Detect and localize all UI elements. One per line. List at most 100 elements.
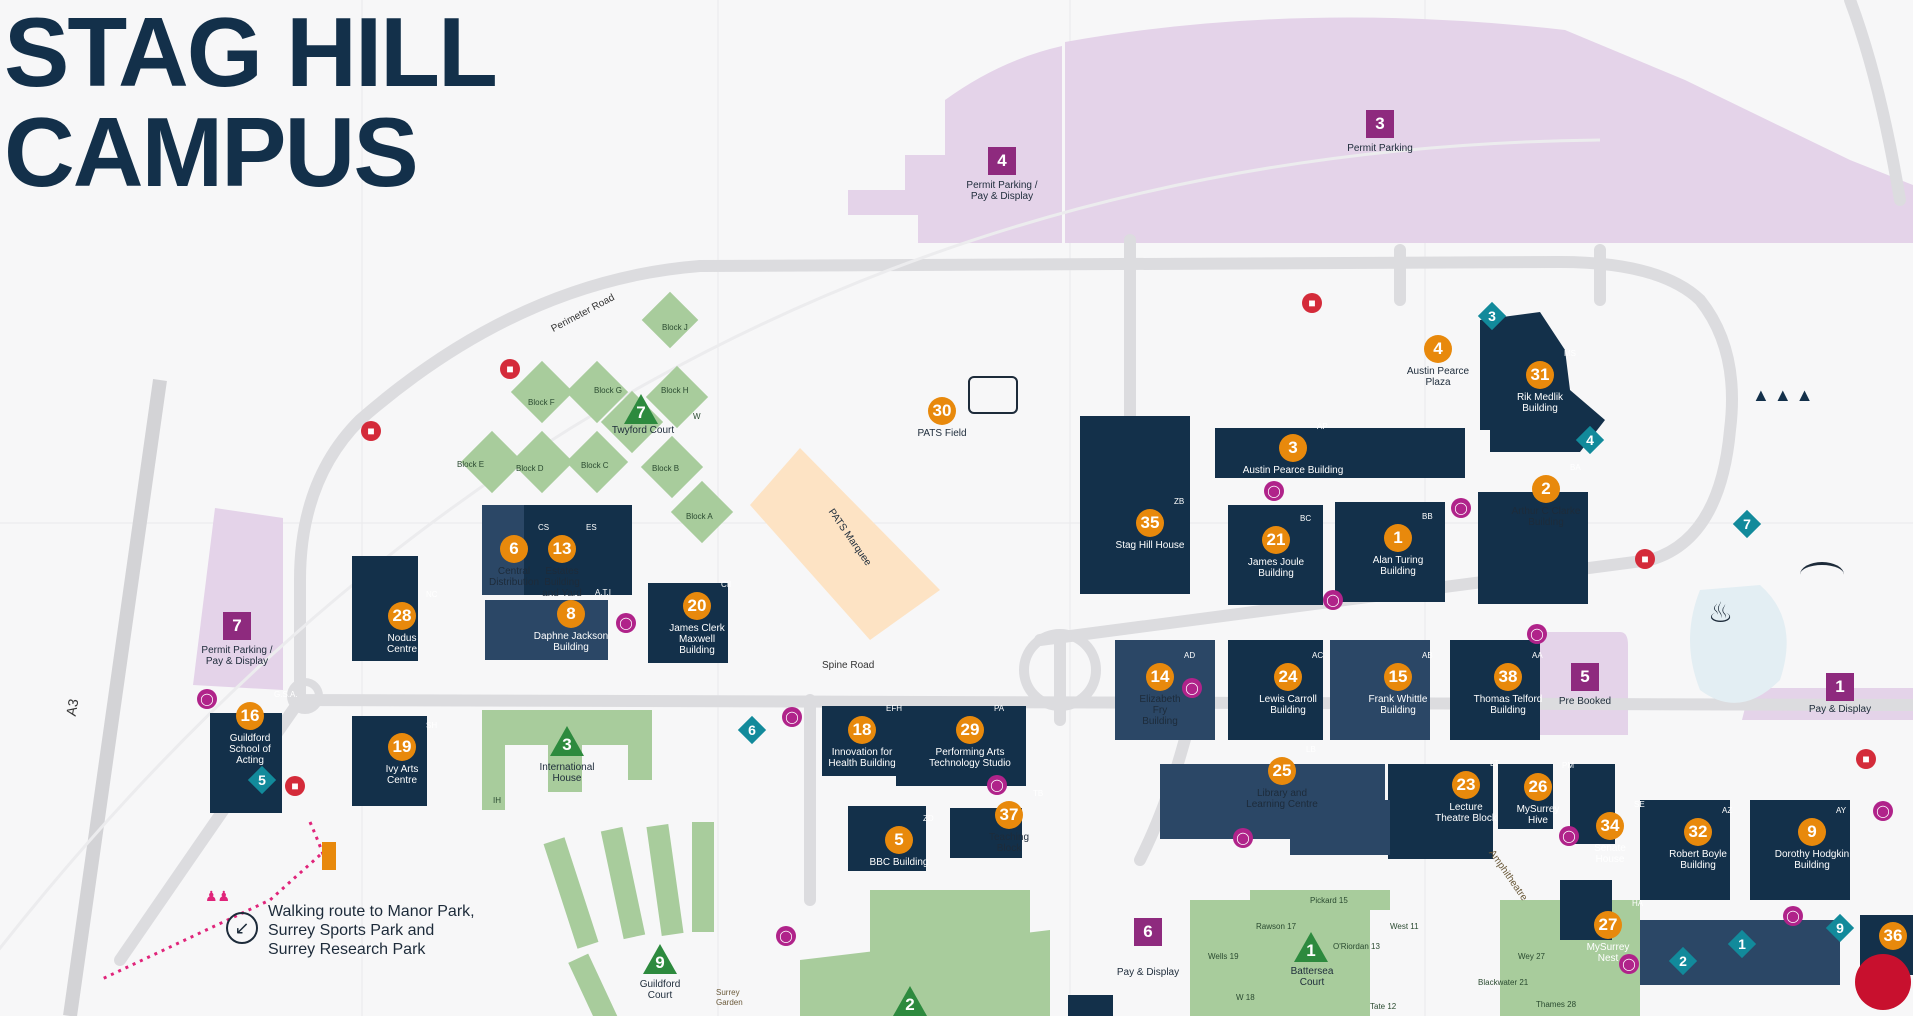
building-number-badge[interactable]: 31 bbox=[1526, 361, 1554, 389]
info-diamond-5[interactable]: 5 bbox=[247, 765, 277, 795]
cycle-stand-icon[interactable]: ◯ bbox=[1619, 954, 1639, 974]
info-diamond-7[interactable]: 7 bbox=[1732, 509, 1762, 539]
parking-area-4 bbox=[848, 46, 1062, 243]
building-number-badge[interactable]: 28 bbox=[388, 602, 416, 630]
building-code: LT bbox=[1490, 759, 1499, 768]
building-number-badge[interactable]: 6 bbox=[500, 535, 528, 563]
residence-badge-twyford[interactable]: 7 bbox=[624, 394, 658, 424]
building-label: Frank Whittle bbox=[1368, 694, 1428, 705]
building-label: Austin Pearce Building bbox=[1242, 465, 1344, 476]
cycle-stand-icon[interactable]: ◯ bbox=[1323, 590, 1343, 610]
building-label: Estates bbox=[545, 566, 579, 577]
bus-stop-icon[interactable]: ■ bbox=[1302, 293, 1322, 313]
building-number-badge[interactable]: 4 bbox=[1424, 335, 1452, 363]
building-number-badge[interactable]: 34 bbox=[1596, 812, 1624, 840]
parking-badge-5[interactable]: 5 bbox=[1571, 663, 1599, 691]
cycle-stand-icon[interactable]: ◯ bbox=[1264, 481, 1284, 501]
building-number-badge[interactable]: 18 bbox=[848, 716, 876, 744]
bus-stop-icon[interactable]: ■ bbox=[285, 776, 305, 796]
info-diamond-6[interactable]: 6 bbox=[737, 715, 767, 745]
building-number-badge[interactable]: 30 bbox=[928, 397, 956, 425]
building-label: Innovation for bbox=[831, 747, 893, 758]
building-number-badge[interactable]: 32 bbox=[1684, 818, 1712, 846]
house-tate: Tate 12 bbox=[1370, 1002, 1397, 1011]
building-code: AA bbox=[1532, 651, 1543, 660]
building-code: MS bbox=[1564, 349, 1576, 358]
house-wells: Wells 19 bbox=[1208, 952, 1239, 961]
building-number-badge[interactable]: 1 bbox=[1384, 524, 1412, 552]
building-number-badge[interactable]: 27 bbox=[1594, 911, 1622, 939]
house-wey: Wey 27 bbox=[1518, 952, 1545, 961]
cycle-stand-icon[interactable]: ◯ bbox=[616, 613, 636, 633]
building-label: Rik Medlik bbox=[1516, 392, 1564, 403]
building-number-badge[interactable]: 21 bbox=[1262, 526, 1290, 554]
cycle-stand-icon[interactable]: ◯ bbox=[1182, 678, 1202, 698]
building-label: Teaching bbox=[988, 832, 1030, 843]
building-number-badge[interactable]: 19 bbox=[388, 733, 416, 761]
residence-badge-international[interactable]: 3 bbox=[550, 726, 584, 756]
building-code: PA bbox=[994, 704, 1005, 713]
parking-badge-1[interactable]: 1 bbox=[1826, 673, 1854, 701]
diamond-number: 5 bbox=[258, 772, 266, 788]
parking-badge-6[interactable]: 6 bbox=[1134, 918, 1162, 946]
building-number-badge[interactable]: 24 bbox=[1274, 663, 1302, 691]
bus-stop-icon[interactable]: ■ bbox=[500, 359, 520, 379]
building-label: MySurrey bbox=[1586, 942, 1630, 953]
building-code: BC bbox=[1300, 514, 1312, 523]
parking-badge-3[interactable]: 3 bbox=[1366, 110, 1394, 138]
house-thames: Thames 28 bbox=[1536, 1000, 1577, 1009]
building-number-badge[interactable]: 37 bbox=[995, 801, 1023, 829]
parking-badge-7[interactable]: 7 bbox=[223, 612, 251, 640]
building-number-badge[interactable]: 25 bbox=[1268, 757, 1296, 785]
cycle-stand-icon[interactable]: ◯ bbox=[776, 926, 796, 946]
residence-badge-guildford-court[interactable]: 9 bbox=[643, 944, 677, 974]
building-number-badge[interactable]: 13 bbox=[548, 535, 576, 563]
building-number-badge[interactable]: 9 bbox=[1798, 818, 1826, 846]
building-number-badge[interactable]: 3 bbox=[1279, 434, 1307, 462]
cycle-stand-icon[interactable]: ◯ bbox=[1527, 624, 1547, 644]
building-number-badge[interactable]: 14 bbox=[1146, 663, 1174, 691]
bus-stop-icon[interactable]: ■ bbox=[361, 421, 381, 441]
cycle-stand-icon[interactable]: ◯ bbox=[1783, 906, 1803, 926]
building-number-badge[interactable]: 38 bbox=[1494, 663, 1522, 691]
cycle-stand-icon[interactable]: ◯ bbox=[197, 689, 217, 709]
info-diamond-4[interactable]: 4 bbox=[1575, 425, 1605, 455]
info-diamond-9[interactable]: 9 bbox=[1825, 913, 1855, 943]
cycle-stand-icon[interactable]: ◯ bbox=[782, 707, 802, 727]
building-number-badge[interactable]: 29 bbox=[956, 716, 984, 744]
building-number-badge[interactable]: 15 bbox=[1384, 663, 1412, 691]
building-code: NC bbox=[426, 590, 438, 599]
house-west: West 11 bbox=[1390, 922, 1419, 931]
building-number-badge[interactable]: 5 bbox=[885, 826, 913, 854]
building-number-badge[interactable]: 23 bbox=[1452, 771, 1480, 799]
cycle-stand-icon[interactable]: ◯ bbox=[1559, 826, 1579, 846]
cycle-stand-icon[interactable]: ◯ bbox=[1233, 828, 1253, 848]
surrey-garden-label-1: Surrey bbox=[716, 988, 740, 997]
building-label: Building bbox=[544, 577, 580, 588]
guildford-court-label-1: Guildford bbox=[639, 979, 681, 990]
building-number-badge[interactable]: 8 bbox=[557, 600, 585, 628]
bus-stop-icon[interactable]: ■ bbox=[1635, 549, 1655, 569]
residence-badge-2[interactable]: 2 bbox=[893, 986, 927, 1016]
info-diamond-3[interactable]: 3 bbox=[1477, 301, 1507, 331]
building-number-badge[interactable]: 20 bbox=[683, 592, 711, 620]
building-code: AY bbox=[1836, 806, 1847, 815]
cycle-stand-icon[interactable]: ◯ bbox=[1451, 498, 1471, 518]
residence-badge-battersea[interactable]: 1 bbox=[1294, 932, 1328, 962]
building-code: HA bbox=[1632, 899, 1644, 908]
building-number-badge[interactable]: 35 bbox=[1136, 509, 1164, 537]
building-number-badge[interactable]: 16 bbox=[236, 702, 264, 730]
building-number-badge[interactable]: 2 bbox=[1532, 475, 1560, 503]
bus-stop-icon[interactable]: ■ bbox=[1856, 749, 1876, 769]
building-number-badge[interactable]: 26 bbox=[1524, 773, 1552, 801]
parking-label-4b: Pay & Display bbox=[970, 191, 1034, 202]
building-label: Building bbox=[1680, 860, 1716, 871]
building-number-badge[interactable]: 36 bbox=[1879, 922, 1907, 950]
building-label: Building bbox=[553, 642, 589, 653]
cycle-stand-icon[interactable]: ◯ bbox=[987, 775, 1007, 795]
info-diamond-1[interactable]: 1 bbox=[1727, 929, 1757, 959]
parking-badge-4[interactable]: 4 bbox=[988, 147, 1016, 175]
info-diamond-2[interactable]: 2 bbox=[1668, 946, 1698, 976]
block-j: Block J bbox=[662, 323, 688, 332]
cycle-stand-icon[interactable]: ◯ bbox=[1873, 801, 1893, 821]
